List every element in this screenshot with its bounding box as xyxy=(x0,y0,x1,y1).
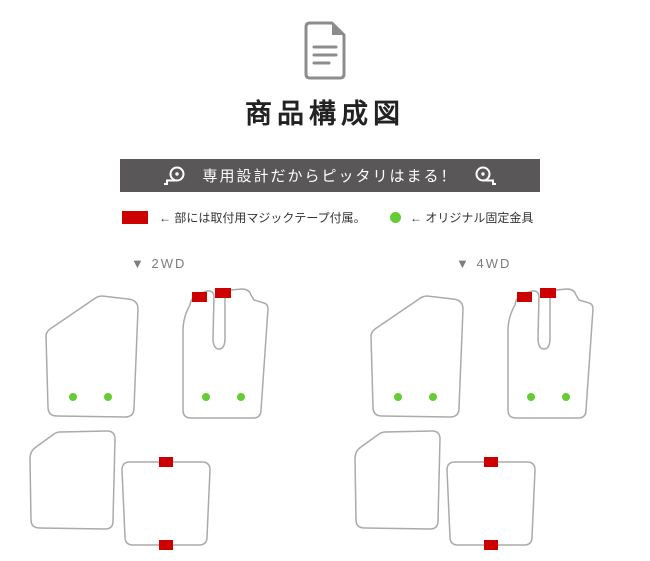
legend-velcro: ← 部には取付用マジックテープ付属。 xyxy=(122,209,366,226)
fit-banner: 専用設計だからピッタリはまる！ xyxy=(120,159,540,192)
measuring-tape-icon xyxy=(164,166,185,185)
red-rect-swatch xyxy=(122,211,148,224)
mat-set-4wd xyxy=(354,287,594,551)
document-icon xyxy=(304,21,346,80)
page-title: 商品構成図 xyxy=(245,99,405,130)
banner-text: 専用設計だからピッタリはまる！ xyxy=(202,168,458,185)
section-label-4wd: ▼ 4WD xyxy=(456,256,512,271)
measuring-tape-icon xyxy=(475,166,496,185)
mat-set-2wd xyxy=(29,287,269,551)
document-fold-corner xyxy=(332,23,344,35)
section-label-2wd: ▼ 2WD xyxy=(131,256,187,271)
green-dot xyxy=(390,212,401,223)
legend-velcro-text: ← 部には取付用マジックテープ付属。 xyxy=(159,211,366,225)
legend-fixing-text: ← オリジナル固定金具 xyxy=(410,211,534,225)
legend-fixing: ← オリジナル固定金具 xyxy=(390,209,533,226)
